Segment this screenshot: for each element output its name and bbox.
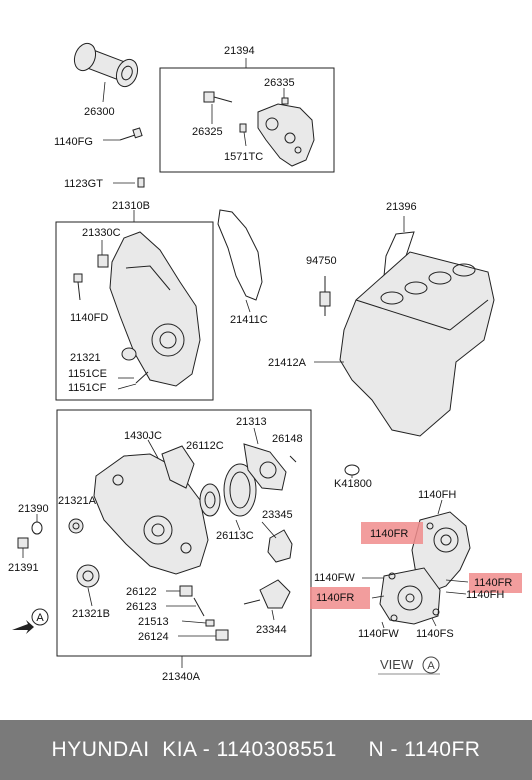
label-1140FR-3: 1140FR <box>316 592 354 604</box>
label-21321A: 21321A <box>58 495 97 507</box>
label-21321: 21321 <box>70 352 101 364</box>
gasket-21411C-drawing <box>217 209 263 313</box>
parts-diagram: A VIEW A 21394 26335 26300 26325 1140FG … <box>8 42 522 683</box>
label-21340A: 21340A <box>162 671 201 683</box>
label-21310B: 21310B <box>112 200 150 212</box>
bolt-1123GT-drawing <box>113 177 145 188</box>
label-21391: 21391 <box>8 562 39 574</box>
frame-21340A <box>56 409 312 657</box>
label-21513: 21513 <box>138 616 169 628</box>
label-1151CF: 1151CF <box>68 382 107 394</box>
label-21321B: 21321B <box>72 608 110 620</box>
label-21390: 21390 <box>18 503 49 515</box>
highlight-1140FR-2 <box>469 573 522 593</box>
plug-21391-drawing <box>17 537 29 558</box>
view-arrow: A <box>12 608 49 634</box>
label-26325: 26325 <box>192 126 223 138</box>
label-26112C: 26112C <box>186 440 224 452</box>
label-23345: 23345 <box>262 509 293 521</box>
label-1140FR-2: 1140FR <box>474 577 512 589</box>
bolt-1140FG-drawing <box>103 127 143 141</box>
label-94750: 94750 <box>306 255 337 267</box>
frame-21394 <box>159 67 335 173</box>
view-label: VIEW <box>380 657 414 672</box>
front-case-drawing <box>68 427 297 668</box>
view-a-drawing <box>362 499 471 629</box>
oring-K41800-drawing <box>344 464 360 478</box>
highlight-1140FR-1 <box>361 522 423 544</box>
label-26113C: 26113C <box>216 530 254 542</box>
label-21396: 21396 <box>386 201 417 213</box>
label-26148: 26148 <box>272 433 303 445</box>
washer-21390-drawing <box>31 514 43 535</box>
view-a-caption: VIEW A <box>378 656 440 675</box>
label-1430JC: 1430JC <box>124 430 162 442</box>
label-1571TC: 1571TC <box>224 151 263 163</box>
highlight-1140FR-3 <box>310 587 370 609</box>
label-1140FD: 1140FD <box>70 312 108 324</box>
footer-bar: HYUNDAI KIA - 1140308551 N - 1140FR <box>0 720 532 780</box>
oil-filter-housing-drawing <box>203 58 315 167</box>
label-21330C: 21330C <box>82 227 121 239</box>
label-21313: 21313 <box>236 416 267 428</box>
label-21412A: 21412A <box>268 357 307 369</box>
label-1140FH-top: 1140FH <box>418 489 456 501</box>
label-1140FR-1: 1140FR <box>370 528 408 540</box>
view-arrow-letter: A <box>36 612 44 624</box>
label-1140FW-2: 1140FW <box>358 628 399 640</box>
oil-filter-drawing <box>73 42 139 103</box>
label-1140FG: 1140FG <box>54 136 93 148</box>
label-21394: 21394 <box>224 45 255 57</box>
label-21411C: 21411C <box>230 314 268 326</box>
engine-block-drawing <box>314 251 495 437</box>
label-K41800: K41800 <box>334 478 372 490</box>
timing-cover-21310B-drawing <box>73 210 201 390</box>
diagram-canvas: A VIEW A 21394 26335 26300 26325 1140FG … <box>8 42 522 683</box>
label-1151CE: 1151CE <box>68 368 107 380</box>
frame-21310B <box>55 221 214 401</box>
label-26123: 26123 <box>126 601 157 613</box>
label-1123GT: 1123GT <box>64 178 103 190</box>
label-26300: 26300 <box>84 106 115 118</box>
label-1140FH-bottom: 1140FH <box>466 589 504 601</box>
label-26335: 26335 <box>264 77 295 89</box>
label-23344: 23344 <box>256 624 287 636</box>
label-1140FW-1: 1140FW <box>314 572 355 584</box>
label-1140FS: 1140FS <box>416 628 454 640</box>
sensor-94750-drawing <box>319 276 331 316</box>
footer-text: HYUNDAI KIA - 1140308551 N - 1140FR <box>51 738 481 761</box>
label-26122: 26122 <box>126 586 157 598</box>
label-26124: 26124 <box>138 631 169 643</box>
view-marker-letter: A <box>427 660 435 672</box>
